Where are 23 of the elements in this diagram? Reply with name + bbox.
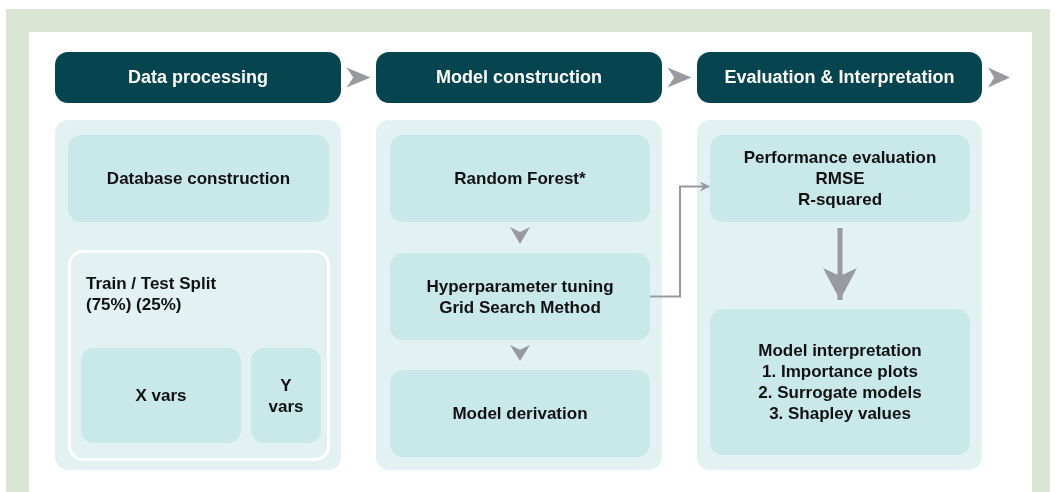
chevron-arrow bbox=[346, 67, 371, 88]
chevron-arrow bbox=[667, 67, 692, 88]
stage-header: Model construction bbox=[376, 52, 662, 103]
process-box: Y vars bbox=[251, 348, 321, 443]
stage-panel bbox=[697, 120, 982, 470]
process-box: Model interpretation 1. Importance plots 2. Surrogate models 3. Shapley values bbox=[710, 309, 970, 455]
stage-panel bbox=[376, 120, 662, 470]
process-box: Database construction bbox=[68, 135, 329, 222]
chevron-arrow bbox=[510, 227, 530, 244]
stage-panel bbox=[55, 120, 341, 470]
chevron-arrow bbox=[988, 67, 1010, 88]
process-box: Model derivation bbox=[390, 370, 650, 457]
process-box: Random Forest* bbox=[390, 135, 650, 222]
group-box bbox=[68, 250, 330, 461]
process-box: X vars bbox=[81, 348, 241, 443]
chevron-arrow bbox=[510, 345, 530, 361]
arrow bbox=[823, 228, 857, 300]
group-label: Train / Test Split (75%) (25%) bbox=[86, 273, 218, 315]
stage-header: Data processing bbox=[55, 52, 341, 103]
process-box: Performance evaluation RMSE R-squared bbox=[710, 135, 970, 222]
process-box: Hyperparameter tuning Grid Search Method bbox=[390, 253, 650, 340]
stage-header: Evaluation & Interpretation bbox=[697, 52, 982, 103]
arrow bbox=[649, 181, 710, 298]
